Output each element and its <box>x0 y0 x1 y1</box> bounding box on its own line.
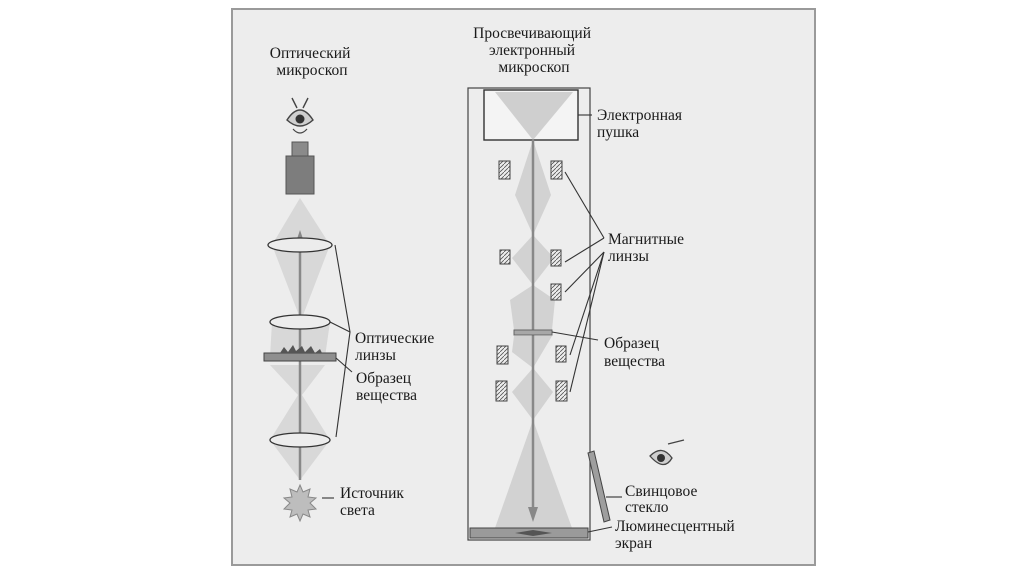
electron-title: Просвечивающий электронный микроскоп <box>473 25 595 76</box>
screen-leader <box>587 526 613 533</box>
optical-lenses-label: Оптические линзы <box>355 330 438 364</box>
electron-sample-label: Образец вещества <box>604 335 665 370</box>
magnetic-lenses-label: Магнитные линзы <box>608 231 688 265</box>
electron-specimen <box>513 329 553 336</box>
optical-lens-middle <box>269 314 331 330</box>
electron-gun-emitter-right <box>533 92 573 140</box>
light-source-icon <box>282 483 318 523</box>
optical-specimen-slide <box>263 345 337 362</box>
optical-microscope: Оптический микроскоп Оптические линзы Об… <box>263 45 438 523</box>
optical-sample-leader <box>335 357 353 373</box>
electron-column <box>467 87 591 541</box>
optical-sample-label: Образец вещества <box>356 370 417 404</box>
electron-microscope: Просвечивающий электронный микроскоп Эле… <box>467 25 739 552</box>
magnetic-lens-3 <box>550 283 562 301</box>
screen-image <box>515 530 552 536</box>
magnetic-lens-2 <box>499 249 562 267</box>
electron-gun-label: Электронная пушка <box>597 107 686 141</box>
optical-lens-lower <box>269 432 331 448</box>
electron-axis-arrow <box>528 507 538 522</box>
optical-title: Оптический микроскоп <box>270 45 355 79</box>
eye-icon-electron <box>649 439 685 466</box>
eyepiece <box>285 141 315 195</box>
electron-sample-leader <box>551 331 599 341</box>
magnetic-lens-4 <box>496 345 567 365</box>
lead-glass <box>587 450 611 523</box>
optical-lenses-leader <box>334 244 351 438</box>
light-source-label: Источник света <box>340 485 408 519</box>
magnetic-lenses-leaders <box>564 171 605 393</box>
optical-lens-upper <box>267 237 333 253</box>
fluorescent-screen-label: Люминесцентный экран <box>615 518 739 552</box>
electron-gun-emitter-left <box>495 92 533 140</box>
eye-icon <box>286 97 314 134</box>
lead-glass-label: Свинцовое стекло <box>625 483 701 516</box>
optical-lenses-leader-mid <box>329 321 351 333</box>
magnetic-lens-5 <box>495 380 568 402</box>
magnetic-lens-1 <box>498 160 563 180</box>
